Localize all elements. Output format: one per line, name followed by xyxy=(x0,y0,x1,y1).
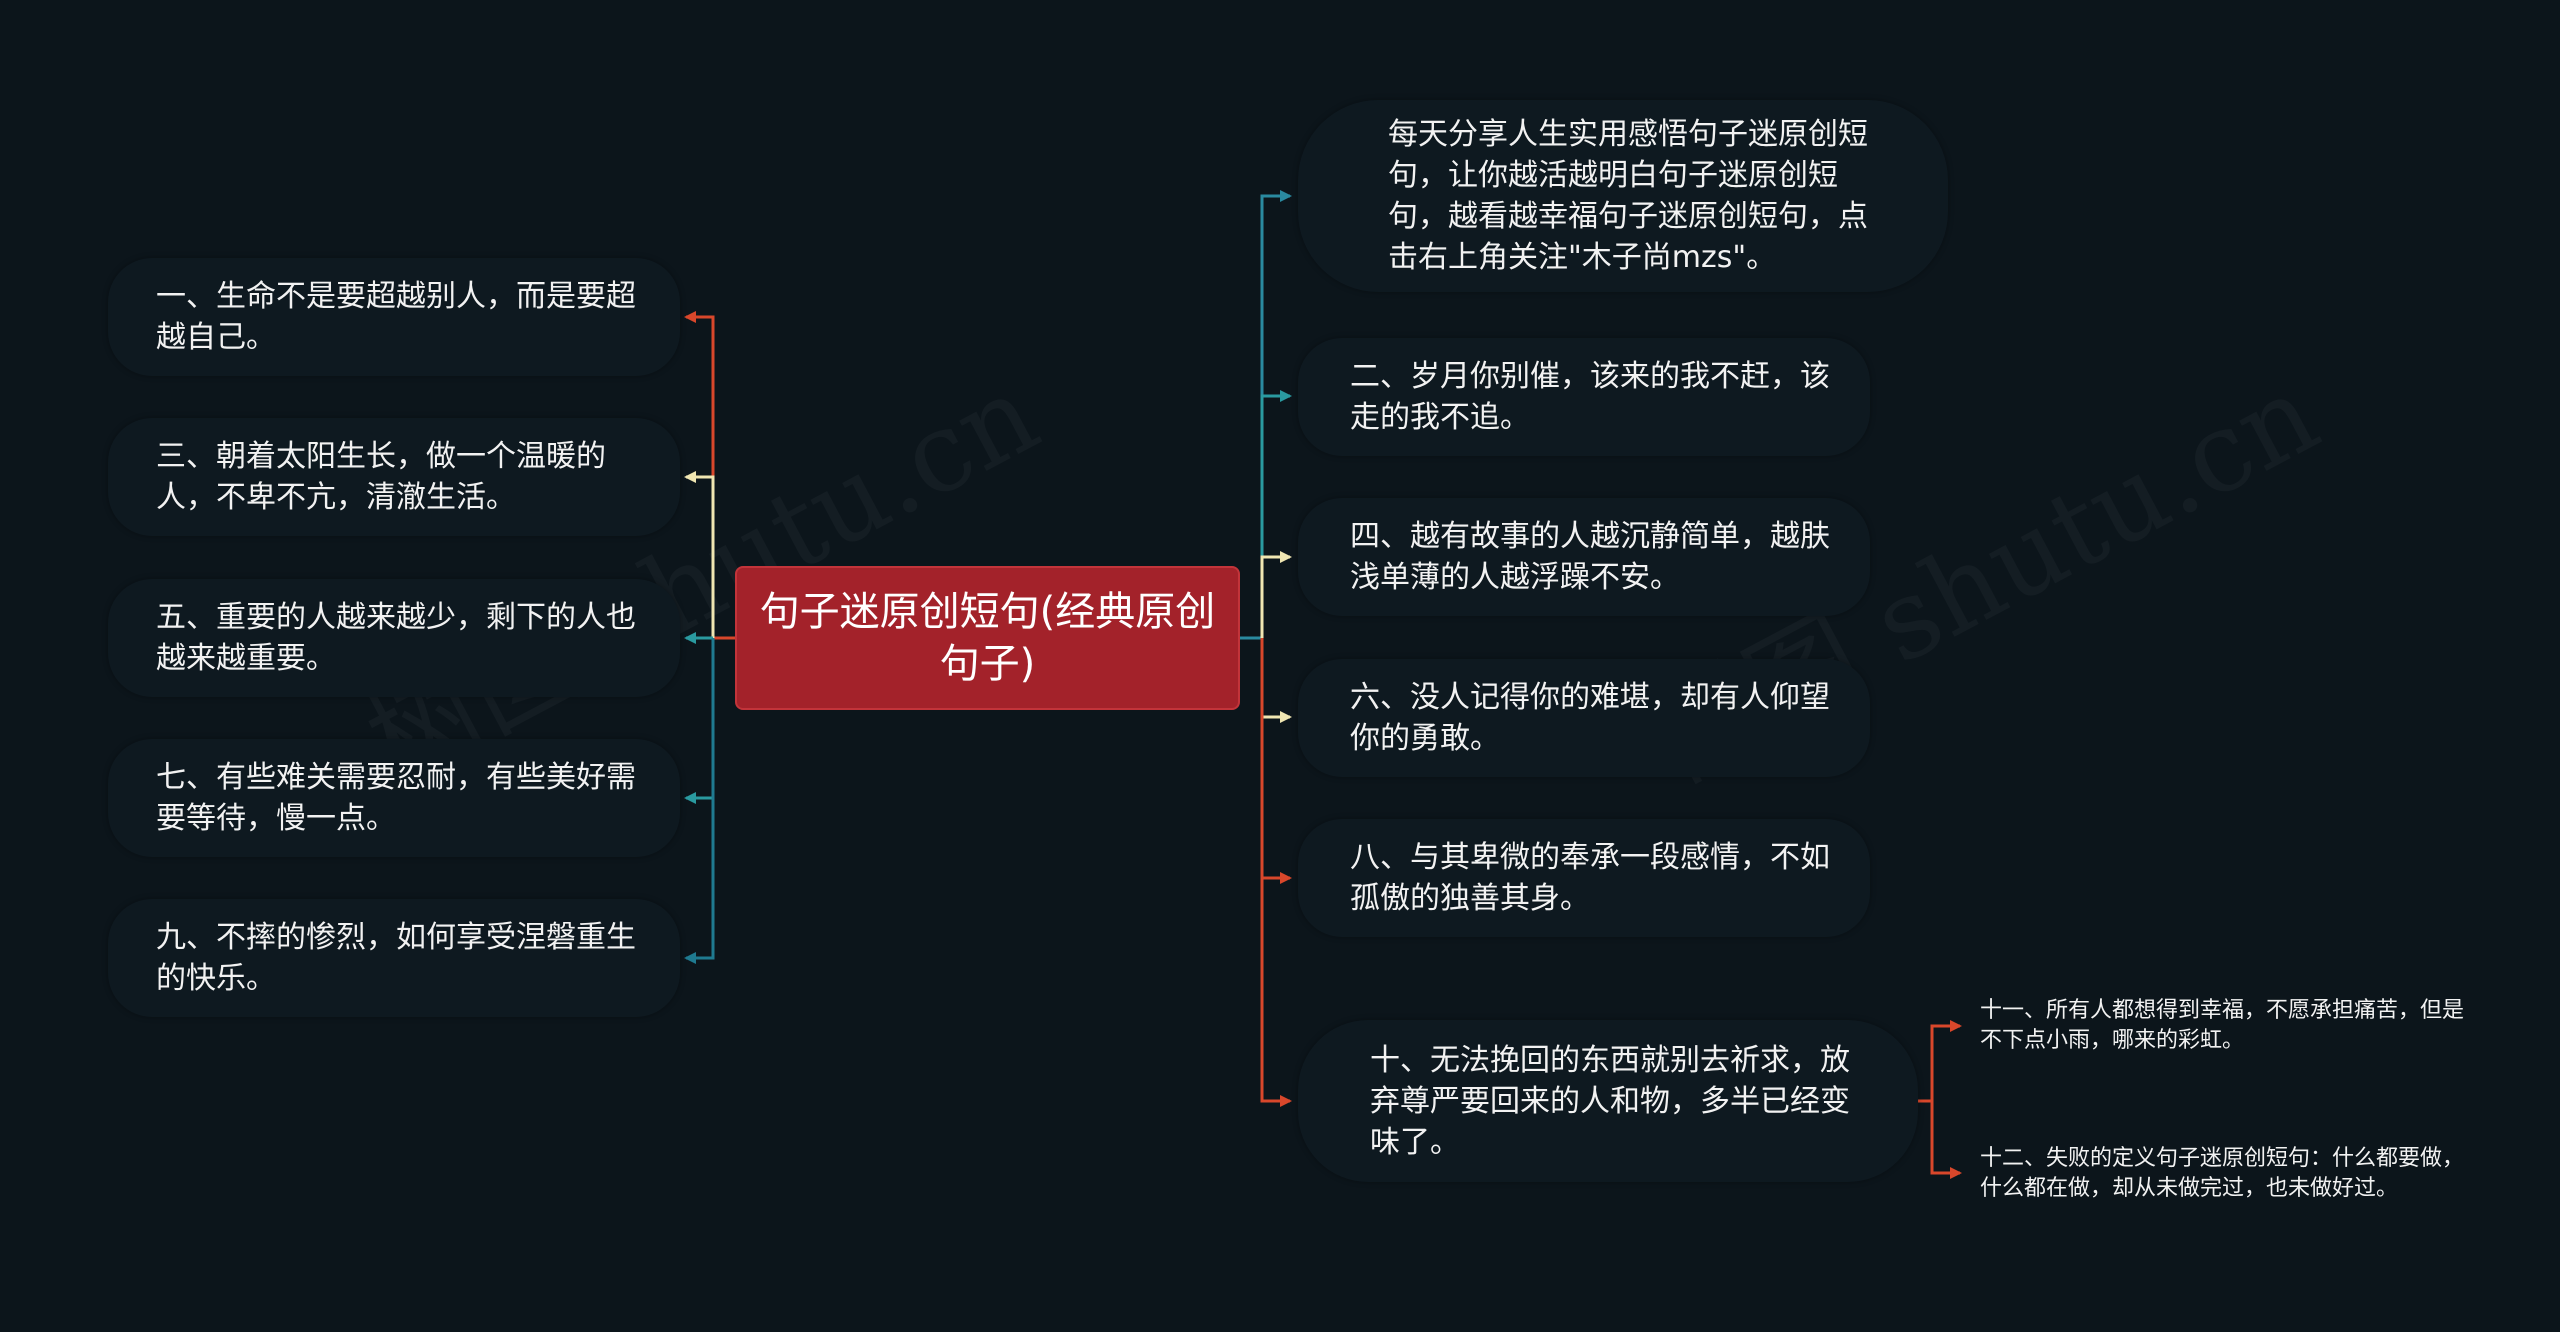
connector-right-3 xyxy=(1260,555,1290,638)
arrow-right-2 xyxy=(1280,390,1292,402)
subtopic-node-11[interactable]: 十一、所有人都想得到幸福，不愿承担痛苦，但是不下点小雨，哪来的彩虹。 xyxy=(1968,990,2478,1062)
topic-node-6-text: 六、没人记得你的难堪，却有人仰望你的勇敢。 xyxy=(1350,680,1830,756)
topic-node-7-text: 七、有些难关需要忍耐，有些美好需要等待，慢一点。 xyxy=(156,760,636,836)
topic-node-1-text: 一、生命不是要超越别人，而是要超越自己。 xyxy=(156,279,636,355)
connector-right-2 xyxy=(1260,394,1290,638)
sub-connectors xyxy=(1915,1024,1960,1175)
intro-node-text: 每天分享人生实用感悟句子迷原创短句，让你越活越明白句子迷原创短句，越看越幸福句子… xyxy=(1388,117,1868,275)
left-arrowheads xyxy=(684,311,696,964)
arrow-right-6 xyxy=(1280,1095,1292,1107)
arrow-left-3 xyxy=(684,632,696,644)
arrow-right-5 xyxy=(1280,872,1292,884)
connector-right-5 xyxy=(1260,638,1290,880)
topic-node-9-text: 九、不摔的惨烈，如何享受涅磐重生的快乐。 xyxy=(156,920,636,996)
topic-node-2[interactable]: 二、岁月你别催，该来的我不赶，该走的我不追。 xyxy=(1298,338,1870,456)
right-connectors xyxy=(1240,194,1290,1103)
topic-node-3[interactable]: 三、朝着太阳生长，做一个温暖的人，不卑不亢，清澈生活。 xyxy=(108,418,680,536)
central-topic-label: 句子迷原创短句(经典原创句子) xyxy=(759,589,1216,687)
central-topic[interactable]: 句子迷原创短句(经典原创句子) xyxy=(735,566,1240,710)
connector-sub-2 xyxy=(1930,1101,1960,1175)
topic-node-2-text: 二、岁月你别催，该来的我不赶，该走的我不追。 xyxy=(1350,359,1830,435)
arrow-left-1 xyxy=(684,311,696,323)
arrow-left-4 xyxy=(684,792,696,804)
topic-node-6[interactable]: 六、没人记得你的难堪，却有人仰望你的勇敢。 xyxy=(1298,659,1870,777)
topic-node-4[interactable]: 四、越有故事的人越沉静简单，越肤浅单薄的人越浮躁不安。 xyxy=(1298,498,1870,616)
subtopic-node-12-text: 十二、失败的定义句子迷原创短句：什么都要做，什么都在做，却从未做完过，也未做好过… xyxy=(1980,1146,2465,1201)
arrow-sub-1 xyxy=(1950,1020,1962,1032)
arrow-right-1 xyxy=(1280,190,1292,202)
topic-node-5[interactable]: 五、重要的人越来越少，剩下的人也越来越重要。 xyxy=(108,579,680,697)
topic-node-1[interactable]: 一、生命不是要超越别人，而是要超越自己。 xyxy=(108,258,680,376)
topic-node-7[interactable]: 七、有些难关需要忍耐，有些美好需要等待，慢一点。 xyxy=(108,739,680,857)
topic-node-8[interactable]: 八、与其卑微的奉承一段感情，不如孤傲的独善其身。 xyxy=(1298,819,1870,937)
arrow-right-4 xyxy=(1280,711,1292,723)
arrow-left-5 xyxy=(684,952,696,964)
connector-left-2 xyxy=(686,475,715,638)
connector-right-4 xyxy=(1260,638,1290,719)
topic-node-10-text: 十、无法挽回的东西就别去祈求，放弃尊严要回来的人和物，多半已经变味了。 xyxy=(1370,1042,1850,1160)
connector-sub-1 xyxy=(1915,1024,1960,1103)
right-arrowheads xyxy=(1280,190,1292,1107)
arrow-sub-2 xyxy=(1950,1167,1962,1179)
topic-node-8-text: 八、与其卑微的奉承一段感情，不如孤傲的独善其身。 xyxy=(1350,840,1830,916)
topic-node-9[interactable]: 九、不摔的惨烈，如何享受涅磐重生的快乐。 xyxy=(108,899,680,1017)
connector-right-1 xyxy=(1240,194,1290,640)
connector-right-6 xyxy=(1260,638,1290,1103)
arrow-left-2 xyxy=(684,471,696,483)
arrow-right-3 xyxy=(1280,551,1292,563)
topic-node-3-text: 三、朝着太阳生长，做一个温暖的人，不卑不亢，清澈生活。 xyxy=(156,439,606,515)
topic-node-10[interactable]: 十、无法挽回的东西就别去祈求，放弃尊严要回来的人和物，多半已经变味了。 xyxy=(1298,1020,1918,1182)
subtopic-node-11-text: 十一、所有人都想得到幸福，不愿承担痛苦，但是不下点小雨，哪来的彩虹。 xyxy=(1980,998,2465,1053)
topic-node-4-text: 四、越有故事的人越沉静简单，越肤浅单薄的人越浮躁不安。 xyxy=(1350,519,1830,595)
subtopic-node-12[interactable]: 十二、失败的定义句子迷原创短句：什么都要做，什么都在做，却从未做完过，也未做好过… xyxy=(1968,1126,2478,1222)
sub-arrowheads xyxy=(1950,1020,1962,1179)
connector-left-4 xyxy=(686,638,715,800)
topic-node-5-text: 五、重要的人越来越少，剩下的人也越来越重要。 xyxy=(156,600,636,676)
intro-node[interactable]: 每天分享人生实用感悟句子迷原创短句，让你越活越明白句子迷原创短句，越看越幸福句子… xyxy=(1298,100,1948,292)
